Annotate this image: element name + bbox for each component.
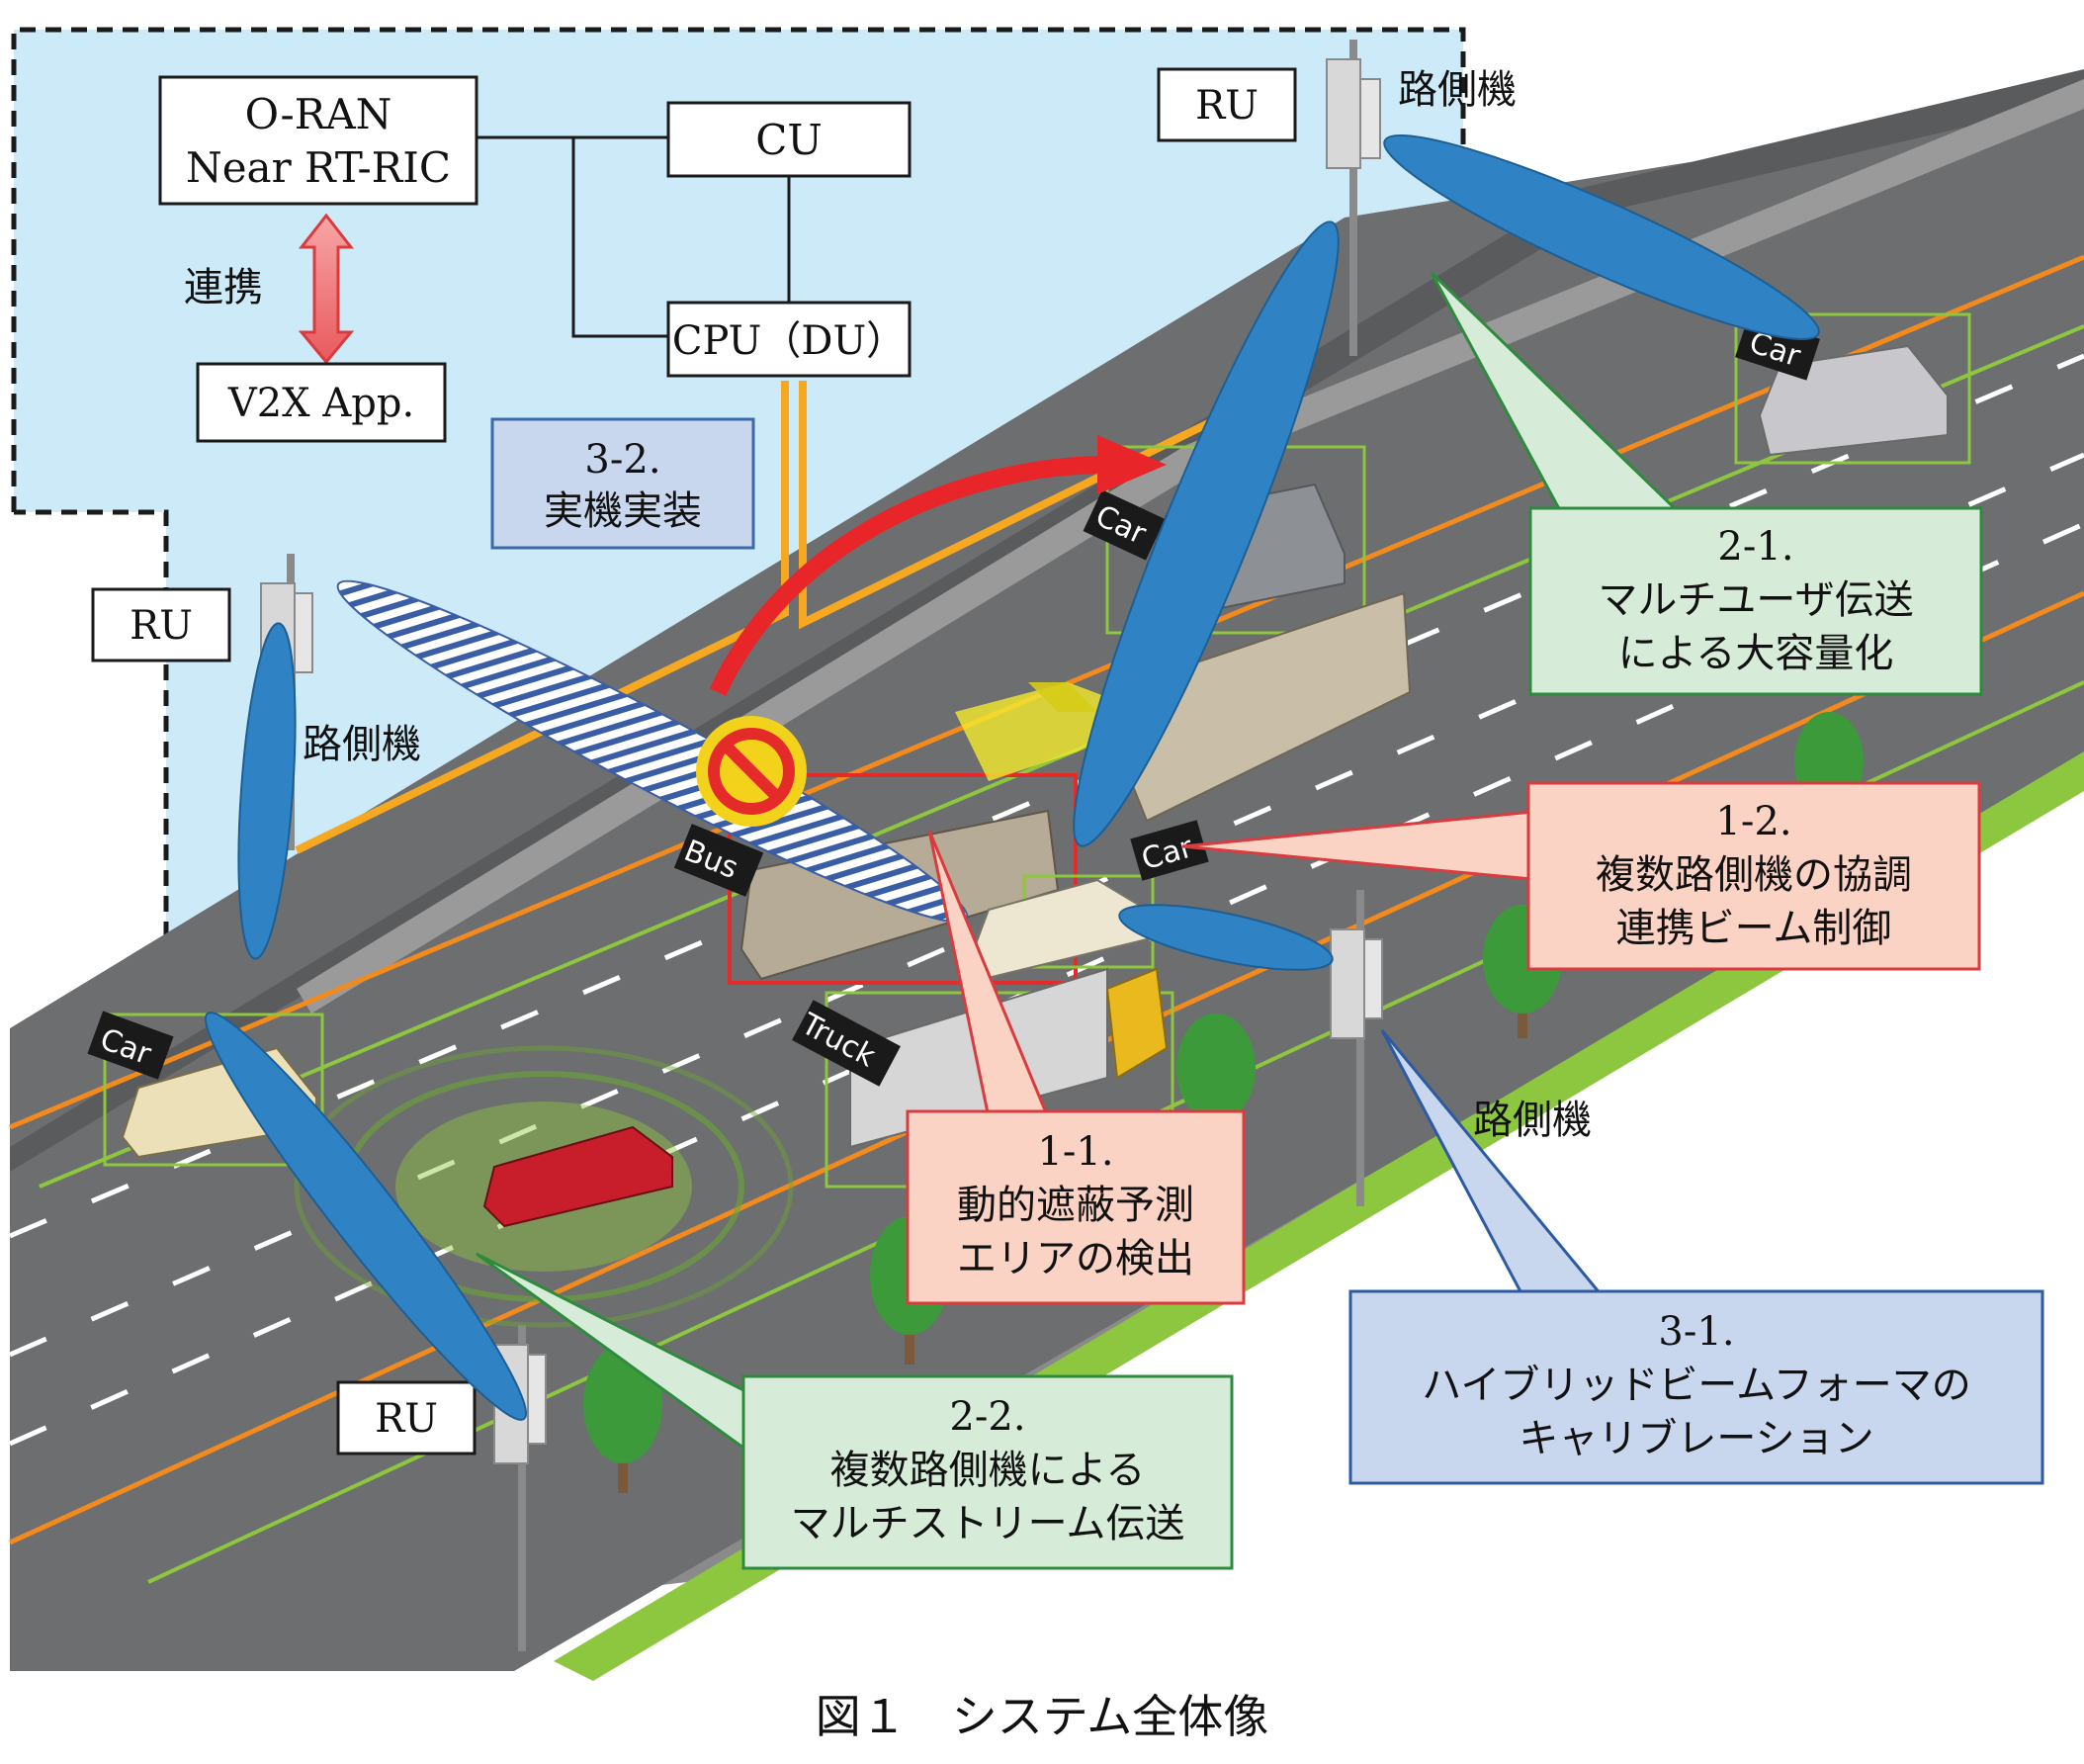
beam-left-vertical: [237, 622, 297, 960]
svg-text:V2X App.: V2X App.: [227, 381, 414, 426]
svg-text:CPU（DU）: CPU（DU）: [672, 318, 906, 364]
red-car-target: [294, 1045, 794, 1328]
svg-text:による大容量化: による大容量化: [1618, 631, 1894, 676]
rsu-label-right: 路側機: [1473, 1098, 1592, 1143]
callout-2-1: 2-1. マルチユーザ伝送 による大容量化: [1528, 506, 1983, 696]
beam-right-to-car: [1118, 904, 1334, 971]
svg-text:複数路側機による: 複数路側機による: [830, 1448, 1146, 1493]
beam-top-to-car-right: [1383, 133, 1820, 341]
svg-text:Near RT-RIC: Near RT-RIC: [186, 143, 451, 192]
callout-pointers: [476, 271, 1685, 1456]
prohibition-icon: [696, 716, 807, 827]
cpu-du-block: CPU（DU）: [666, 301, 912, 378]
rsu-label-top: 路側機: [1398, 67, 1517, 113]
radio-beams: [204, 133, 1820, 1421]
svg-text:エリアの検出: エリアの検出: [957, 1236, 1194, 1281]
ru-label-top: RU: [1157, 67, 1297, 142]
rsu-label-left: 路側機: [303, 722, 421, 767]
svg-text:複数路側機の協調: 複数路側機の協調: [1596, 852, 1912, 898]
callout-3-1: 3-1. ハイブリッドビームフォーマの キャリブレーション: [1348, 1289, 2044, 1485]
svg-text:ハイブリッドビームフォーマの: ハイブリッドビームフォーマの: [1422, 1363, 1971, 1408]
road-far-curb: [297, 79, 2084, 1014]
implementation-box: 3-2. 実機実装: [490, 417, 755, 550]
v2x-app-block: V2X App.: [196, 362, 447, 443]
roadside-unit-right: [1330, 890, 1383, 1206]
svg-text:マルチユーザ伝送: マルチユーザ伝送: [1598, 577, 1913, 623]
svg-text:1-1.: 1-1.: [1037, 1129, 1113, 1175]
svg-text:RU: RU: [130, 603, 193, 649]
cu-block: CU: [666, 101, 912, 178]
svg-text:1-2.: 1-2.: [1715, 799, 1791, 844]
beam-bottom-to-car-left: [204, 1012, 528, 1421]
tag-bus: Bus: [673, 824, 764, 897]
beam-top-to-bus: [1073, 220, 1340, 847]
callout-2-2: 2-2. 複数路側機による マルチストリーム伝送: [741, 1374, 1234, 1570]
figure-caption: 図１ システム全体像: [816, 1690, 1269, 1743]
svg-text:連携ビーム制御: 連携ビーム制御: [1616, 906, 1892, 951]
svg-text:連携: 連携: [184, 265, 263, 310]
svg-text:マルチストリーム伝送: マルチストリーム伝送: [791, 1501, 1185, 1546]
svg-text:3-2.: 3-2.: [584, 437, 660, 483]
callout-1-1: 1-1. 動的遮蔽予測 エリアの検出: [906, 1109, 1246, 1305]
svg-text:RU: RU: [1195, 83, 1259, 129]
svg-text:3-1.: 3-1.: [1658, 1309, 1734, 1355]
svg-text:RU: RU: [375, 1396, 438, 1442]
svg-text:2-2.: 2-2.: [949, 1394, 1025, 1440]
svg-text:キャリブレーション: キャリブレーション: [1519, 1416, 1873, 1461]
linkage-arrow: 連携: [184, 213, 355, 365]
callout-1-2: 1-2. 複数路側機の協調 連携ビーム制御: [1526, 781, 1981, 971]
svg-text:実機実装: 実機実装: [544, 488, 702, 534]
svg-text:2-1.: 2-1.: [1717, 524, 1793, 570]
ru-label-bottom: RU: [336, 1380, 477, 1455]
tag-car-center: Car: [1130, 820, 1209, 881]
block-connectors: [477, 135, 791, 338]
svg-text:動的遮蔽予測: 動的遮蔽予測: [957, 1183, 1194, 1228]
handover-arrow: [709, 435, 1167, 696]
roadside-unit-top: [1326, 40, 1381, 356]
oran-near-rt-ric-block: O-RAN Near RT-RIC: [158, 75, 478, 206]
ru-label-left: RU: [91, 587, 231, 662]
svg-text:CU: CU: [755, 116, 823, 164]
svg-text:O-RAN: O-RAN: [245, 90, 392, 138]
